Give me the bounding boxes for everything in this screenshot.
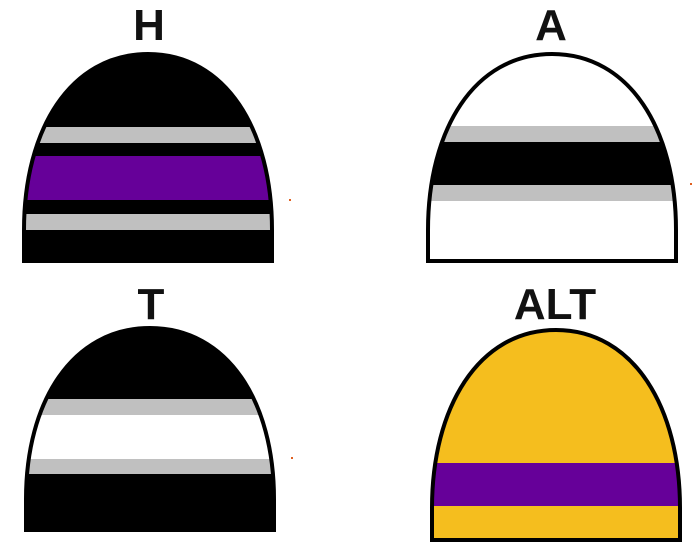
cap-alternate-image [430, 327, 682, 542]
cap-label-away: A [535, 1, 567, 50]
cap-third-image [24, 325, 276, 532]
cap-third-band [26, 399, 274, 415]
cap-label-third: T [137, 280, 165, 329]
cap-home-band [24, 156, 272, 200]
cap-away-image [426, 51, 678, 263]
cap-home-band [24, 230, 272, 261]
cap-third-band [26, 328, 274, 399]
cap-away-band [428, 201, 676, 261]
cap-alternate-band [432, 330, 680, 463]
cap-away-band [428, 54, 676, 126]
cap-alternate-band [432, 506, 680, 540]
cap-home-band [24, 200, 272, 214]
cap-alternate-band [432, 463, 680, 506]
cap-away-band [428, 142, 676, 185]
cap-home-image [22, 51, 274, 263]
cap-third-band [26, 459, 274, 474]
cap-third-band [26, 474, 274, 530]
cap-third-outline [24, 325, 276, 532]
cap-home-band [24, 127, 272, 143]
cap-label-alternate: ALT [513, 280, 597, 329]
cap-alternate-outline [430, 327, 682, 542]
cap-away-band [428, 185, 676, 201]
cap-label-home: H [133, 1, 165, 50]
cap-third-band [26, 415, 274, 459]
cap-home-band [24, 54, 272, 127]
cap-away-band [428, 126, 676, 142]
cap-away-outline [426, 51, 678, 263]
stray-dot [289, 199, 291, 201]
cap-home-band [24, 214, 272, 230]
stray-dot [291, 457, 293, 459]
stray-dot [690, 183, 692, 185]
cap-home-band [24, 143, 272, 156]
cap-home-outline [22, 51, 274, 263]
